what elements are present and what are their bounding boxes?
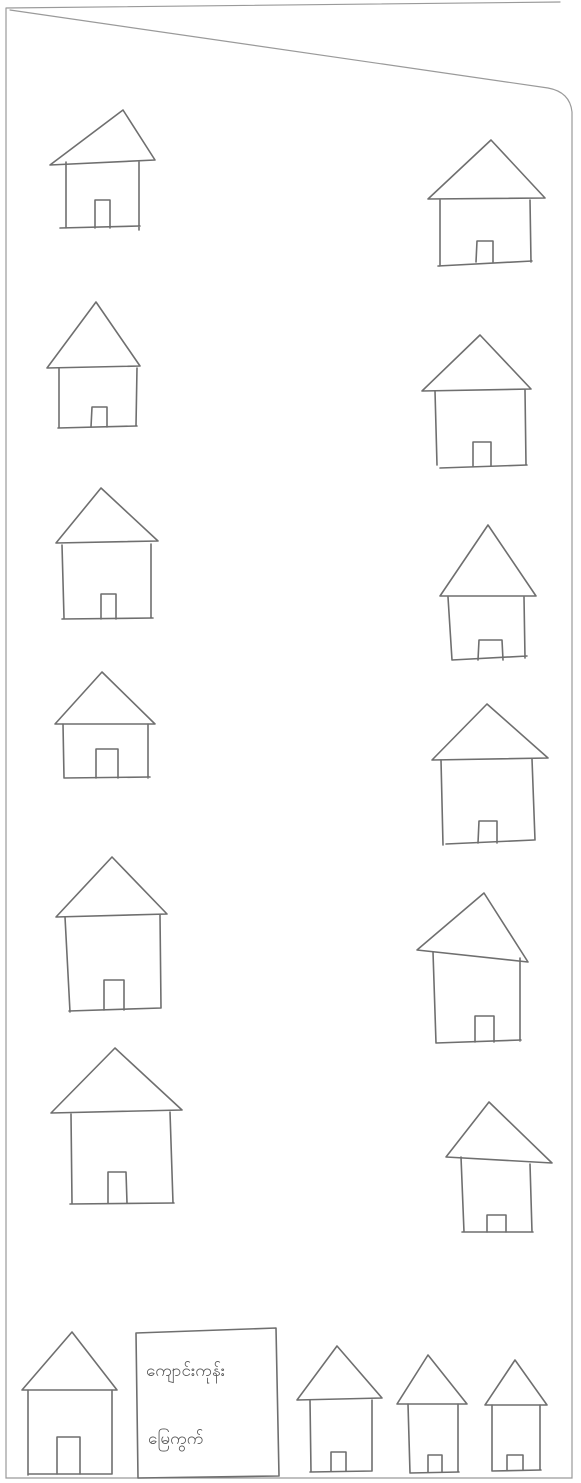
- sign-line-1: ကျောင်းကုန်း: [146, 1361, 225, 1384]
- house-right-4: [432, 704, 548, 845]
- house-left-3: [56, 488, 158, 619]
- sign-line-2: မြေကွက်: [148, 1427, 203, 1452]
- house-right-6: [446, 1102, 552, 1232]
- house-left-5: [56, 857, 167, 1012]
- house-left-6: [51, 1048, 182, 1204]
- house-right-5: [417, 893, 528, 1043]
- house-right-2: [422, 335, 531, 468]
- sign-board: ကျောင်းကုန်း မြေကွက်: [136, 1328, 279, 1478]
- house-bottom-3: [397, 1355, 467, 1473]
- house-right-3: [440, 525, 536, 660]
- house-left-2: [47, 302, 140, 428]
- house-bottom-1: [22, 1332, 117, 1475]
- house-bottom-4: [485, 1360, 547, 1471]
- house-left-1: [50, 110, 155, 230]
- house-left-4: [55, 672, 155, 778]
- paper-outline: [6, 2, 572, 1478]
- house-bottom-2: [297, 1346, 382, 1472]
- house-right-1: [428, 140, 545, 266]
